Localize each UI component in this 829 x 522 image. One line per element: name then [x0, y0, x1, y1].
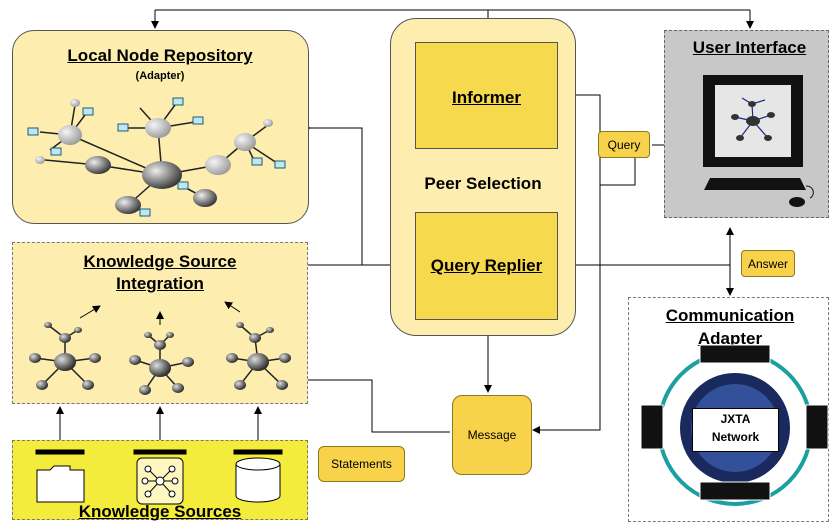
informer-box: [415, 42, 558, 149]
peer-device-bottom: [699, 481, 771, 501]
local-node-repository-title: Local Node Repository: [67, 46, 253, 65]
jxta-network-line1: JXTA: [720, 412, 751, 426]
query-replier-box: [415, 212, 558, 320]
database-bar: [233, 449, 283, 455]
integration-title-line1: Knowledge Source: [83, 252, 237, 271]
folder-bar: [35, 449, 85, 455]
ontology-bar: [133, 449, 187, 455]
jxta-network-label-box: [692, 408, 779, 452]
peer-selection-label: Peer Selection: [424, 174, 542, 193]
database-icon: [235, 464, 281, 503]
folder-icon: [36, 465, 85, 503]
peer-device-top: [699, 344, 771, 364]
adapter-to-message: [532, 265, 601, 434]
integration-title-line2: Integration: [116, 274, 204, 293]
peer-device-right: [805, 404, 829, 450]
communication-adapter-title-line2: Adapter: [697, 329, 763, 348]
peer-device-left: [640, 404, 664, 450]
keyboard: [704, 178, 806, 190]
message-to-integration: [289, 376, 450, 433]
statements-tag: Statements: [318, 446, 405, 482]
knowledge-sources-title: Knowledge Sources: [78, 502, 242, 521]
informer-label: Informer: [452, 88, 521, 107]
message-tag: Message: [452, 395, 532, 475]
mouse: [789, 197, 805, 207]
user-interface-title: User Interface: [692, 38, 807, 57]
query-tag: Query: [598, 131, 650, 158]
adapter-subtitle: (Adapter): [135, 70, 185, 82]
query-replier-label: Query Replier: [430, 256, 543, 275]
jxta-network-line2: Network: [711, 430, 760, 444]
answer-tag: Answer: [741, 250, 795, 277]
communication-adapter-title-line1: Communication: [665, 306, 795, 325]
